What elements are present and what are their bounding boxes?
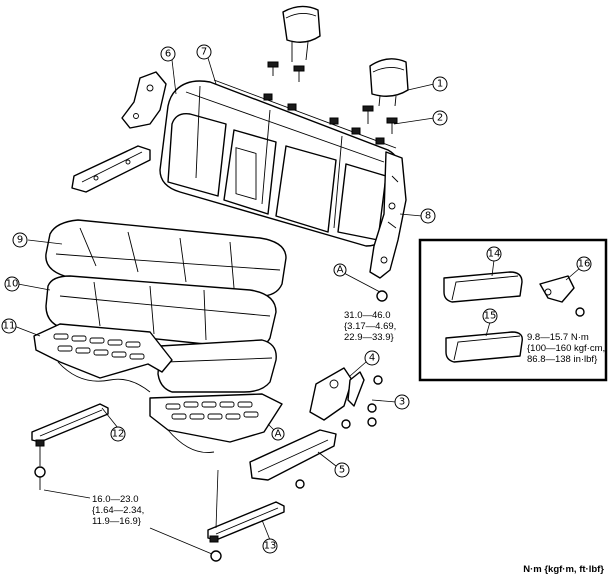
callout-3: 3 xyxy=(394,394,410,410)
callout-16: 16 xyxy=(576,256,592,272)
callout-13: 13 xyxy=(262,538,278,554)
svg-text:12: 12 xyxy=(112,429,125,440)
backrest-frame-bracket xyxy=(369,151,407,279)
callout-6: 6 xyxy=(160,46,176,62)
marker-a-lower: A xyxy=(271,427,285,441)
svg-text:A: A xyxy=(337,265,344,276)
svg-text:10: 10 xyxy=(6,279,19,290)
seat-slide-right xyxy=(207,501,285,543)
svg-text:5: 5 xyxy=(339,465,345,476)
backrest xyxy=(159,79,401,247)
svg-text:3: 3 xyxy=(399,397,405,408)
callout-10: 10 xyxy=(4,276,20,292)
side-trim-upper xyxy=(121,71,167,129)
units-note: N·m {kgf·m, ft·lbf} xyxy=(523,564,604,575)
svg-text:11: 11 xyxy=(3,321,16,332)
callout-15: 15 xyxy=(482,308,498,324)
recliner-hinge xyxy=(309,367,383,429)
svg-text:8: 8 xyxy=(425,211,431,222)
torque-inset-bolt: 9.8—15.7 N·m {100—160 kgf·cm, 86.8—138 i… xyxy=(527,332,606,365)
callout-11: 11 xyxy=(1,318,17,334)
callouts: 1 2 3 4 5 6 7 8 9 10 11 12 13 14 15 16 A… xyxy=(1,44,592,554)
svg-text:15: 15 xyxy=(484,311,497,322)
marker-a-upper: A xyxy=(333,263,347,277)
callout-7: 7 xyxy=(196,44,212,60)
slide-bolt-left xyxy=(34,466,46,490)
svg-text:4: 4 xyxy=(369,353,375,364)
callout-14: 14 xyxy=(486,246,502,262)
seat-cushion-lower xyxy=(157,339,277,393)
torque-slide-bolt: 16.0—23.0 {1.64—2.34, 11.9—16.9} xyxy=(92,494,145,527)
leader-lines xyxy=(13,57,581,541)
svg-text:1: 1 xyxy=(437,79,443,90)
seat-slide-left xyxy=(31,403,109,466)
inset-box xyxy=(418,238,608,382)
callout-12: 12 xyxy=(110,426,126,442)
torque-backrest-bolt: 31.0—46.0 {3.17—4.69, 22.9—33.9} xyxy=(344,310,397,343)
callout-2: 2 xyxy=(432,110,448,126)
slide-bolt-right xyxy=(210,550,222,562)
svg-text:13: 13 xyxy=(264,541,277,552)
svg-text:16: 16 xyxy=(578,259,591,270)
svg-text:2: 2 xyxy=(437,113,443,124)
callout-1: 1 xyxy=(432,76,448,92)
svg-text:14: 14 xyxy=(488,249,501,260)
callout-5: 5 xyxy=(334,462,350,478)
callout-4: 4 xyxy=(364,350,380,366)
side-trim-lower xyxy=(71,145,151,193)
seat-frame xyxy=(33,323,283,453)
svg-text:7: 7 xyxy=(201,47,207,58)
headrest-left xyxy=(267,5,321,82)
front-trim xyxy=(249,429,337,489)
backrest-bolt xyxy=(376,290,388,302)
svg-text:6: 6 xyxy=(165,49,171,60)
callout-9: 9 xyxy=(12,232,28,248)
seat-cushion xyxy=(45,219,287,297)
svg-text:9: 9 xyxy=(17,235,23,246)
svg-text:A: A xyxy=(275,429,282,440)
callout-8: 8 xyxy=(420,208,436,224)
